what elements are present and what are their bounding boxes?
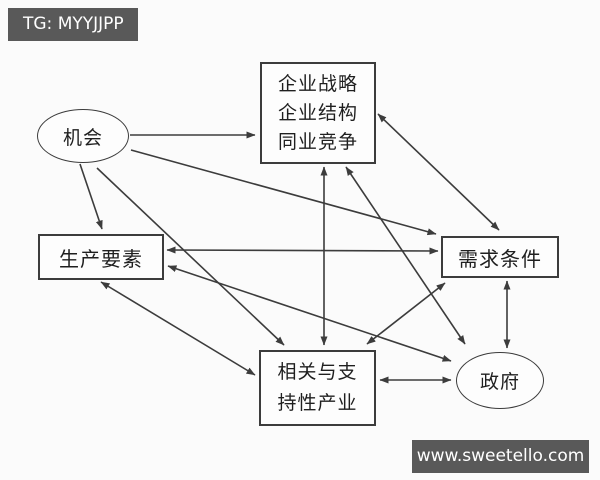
node-demand-conditions-label: 需求条件 [458,246,542,271]
node-firm-strategy-line1: 企业战略 [277,72,358,95]
node-related-supporting-industries-line1: 相关与支 [277,361,358,383]
node-related-supporting-industries: 相关与支 持性产业 [259,350,376,426]
node-government-label: 政府 [479,371,520,393]
arrow-opportunity-to-factors [79,163,103,230]
node-firm-strategy-line2: 企业结构 [277,101,358,124]
watermark-top-left: TG: MYYJJPP [8,8,138,41]
node-opportunity: 机会 [37,109,129,163]
arrow-factors-government [167,265,452,362]
watermark-bottom-right: www.sweetello.com [412,440,589,473]
arrow-demand-related [366,282,446,345]
arrow-factors-demand [166,246,439,255]
node-firm-strategy: 企业战略 企业结构 同业竞争 [260,62,376,164]
node-factor-conditions: 生产要素 [38,234,164,280]
arrow-strategy-demand [377,113,500,231]
node-firm-strategy-line3: 同业竞争 [277,130,358,153]
node-government: 政府 [456,352,544,409]
node-related-supporting-industries-line2: 持性产业 [277,392,358,414]
node-factor-conditions-label: 生产要素 [59,246,143,271]
node-opportunity-label: 机会 [62,126,103,149]
node-demand-conditions: 需求条件 [441,236,559,278]
